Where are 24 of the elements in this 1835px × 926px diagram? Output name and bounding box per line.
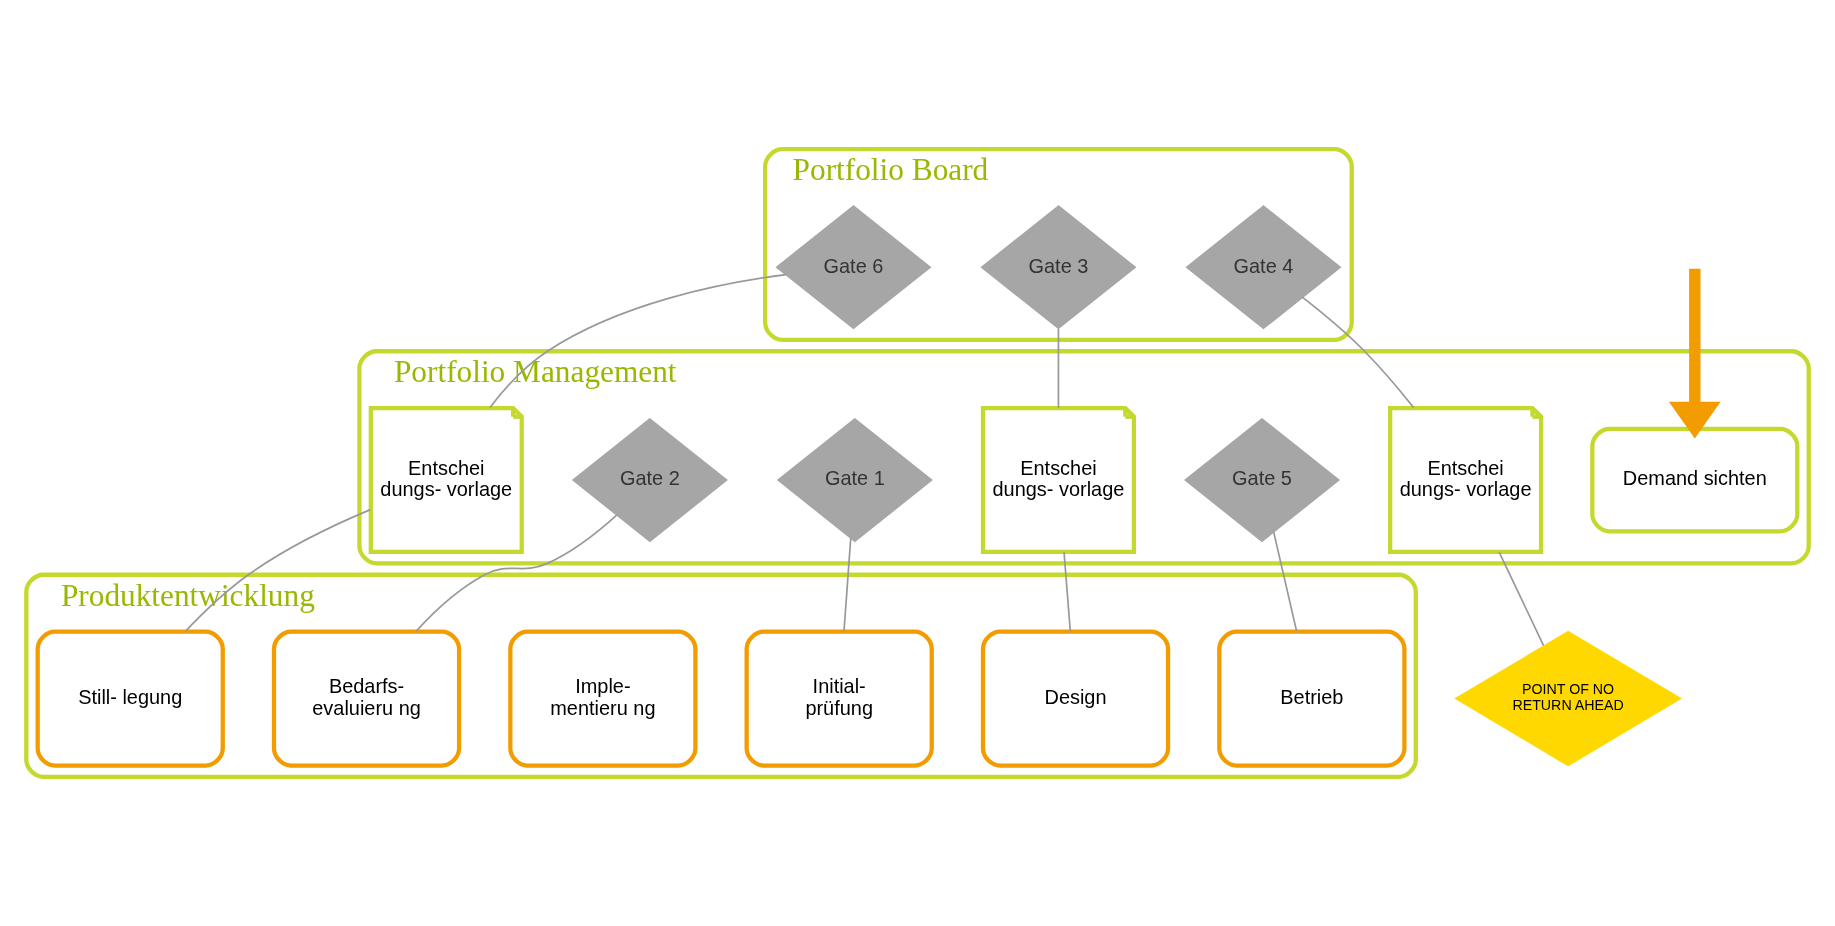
node-diamond: Gate 3 (980, 205, 1137, 330)
node-box: Bedarfs- evaluieru ng (271, 629, 462, 768)
connector (488, 273, 787, 409)
connector (1057, 328, 1060, 409)
connector (184, 508, 372, 633)
node-box: Imple- mentieru ng (508, 629, 698, 768)
node-box: Betrieb (1217, 629, 1407, 768)
node-diamond: Gate 6 (775, 205, 932, 330)
connector (843, 537, 852, 633)
connector (1063, 551, 1072, 633)
node-diamond: Gate 2 (571, 417, 728, 543)
node-diamond: Gate 4 (1185, 205, 1342, 330)
arrow (1668, 268, 1721, 439)
connector (415, 514, 618, 632)
node-diamond: Gate 5 (1184, 417, 1341, 543)
node-box: Demand sichten (1590, 426, 1800, 534)
node-box: Still- legung (35, 629, 225, 768)
connector (1272, 531, 1298, 633)
node-box: Initial- prüfung (744, 629, 934, 768)
connector (1301, 296, 1415, 409)
node-diamond: POINT OF NO RETURN AHEAD (1454, 630, 1682, 767)
node-diamond: Gate 1 (776, 417, 933, 543)
node-box: Design (980, 629, 1171, 768)
connector (1498, 551, 1545, 647)
